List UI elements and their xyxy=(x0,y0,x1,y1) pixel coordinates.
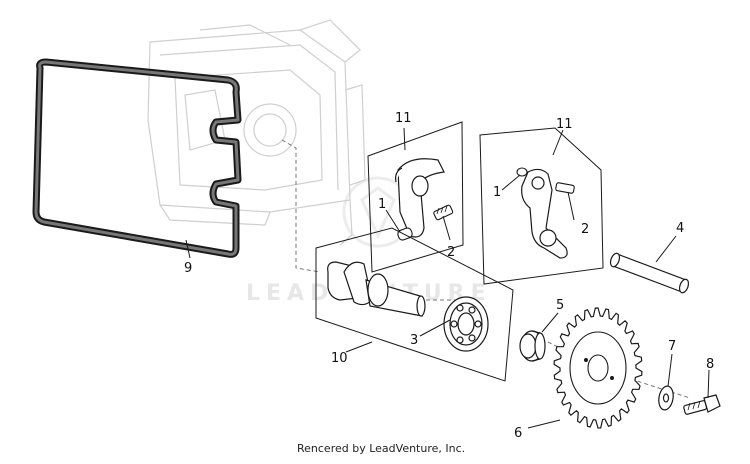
camshaft-bearing xyxy=(443,296,489,352)
valve-cover-gasket xyxy=(32,58,242,258)
rocker-shaft xyxy=(609,252,690,294)
oil-seal xyxy=(519,330,546,362)
callout-11-left: 11 xyxy=(395,111,412,126)
callout-3: 3 xyxy=(410,333,418,348)
washer xyxy=(658,385,674,411)
callout-8: 8 xyxy=(706,357,714,372)
callout-10: 10 xyxy=(331,351,348,366)
callout-4: 4 xyxy=(676,221,684,236)
callout-6: 6 xyxy=(514,426,522,441)
callout-9: 9 xyxy=(184,261,192,276)
roller-pin-left xyxy=(397,227,413,241)
callout-2-right: 2 xyxy=(581,222,589,237)
sprocket-bolt xyxy=(683,394,721,415)
callout-11-right: 11 xyxy=(556,117,573,132)
callout-2-left: 2 xyxy=(447,245,455,260)
rocker-panel-left xyxy=(367,121,464,273)
callout-1-left: 1 xyxy=(378,197,386,212)
adjuster-screw-right xyxy=(555,182,575,194)
adjuster-screw-left xyxy=(433,204,454,221)
rocker-panel-right xyxy=(479,127,604,285)
rocker-arm-right xyxy=(521,168,568,259)
callout-1-right: 1 xyxy=(493,185,501,200)
callout-7: 7 xyxy=(668,339,676,354)
footer-credit: Rencered by LeadVenture, Inc. xyxy=(297,442,465,455)
callout-5: 5 xyxy=(556,298,564,313)
camshaft xyxy=(327,261,426,317)
camshaft-panel xyxy=(315,227,514,382)
cylinder-head-ghost xyxy=(147,19,366,246)
cam-sprocket xyxy=(553,307,643,429)
rocker-arm-left xyxy=(395,158,445,238)
leader-lines xyxy=(185,127,710,429)
roller-pin-right xyxy=(516,167,528,177)
callouts: 11 1 2 1 2 11 4 5 3 10 9 6 7 8 xyxy=(184,111,714,441)
